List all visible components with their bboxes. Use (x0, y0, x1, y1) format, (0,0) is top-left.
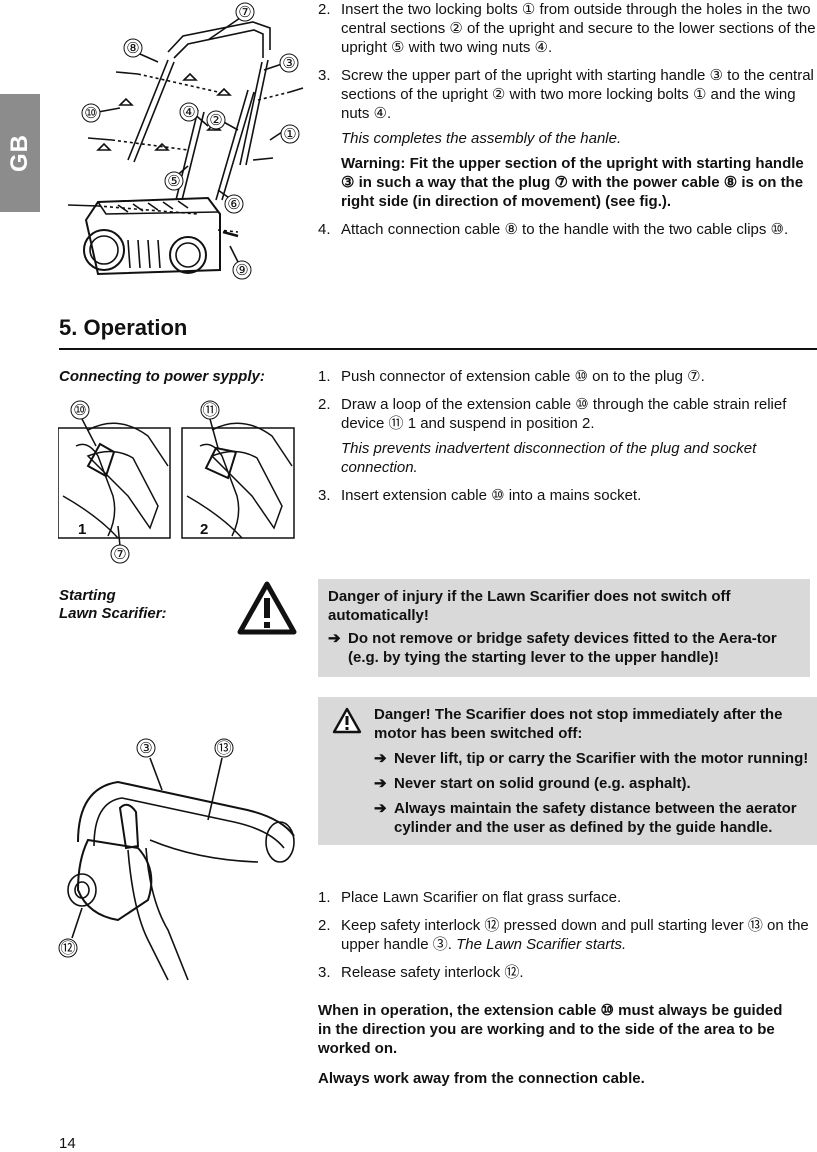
arrow-icon: ➔ (328, 630, 341, 647)
starting-steps: 1. Place Lawn Scarifier on flat grass su… (318, 888, 816, 991)
power-fig-label-7: ⑦ (113, 546, 126, 563)
assembly-step: 4. Attach connection cable ⑧ to the hand… (318, 220, 816, 239)
danger2-bullet: ➔Always maintain the safety distance bet… (374, 800, 797, 836)
position-1-label: 1 (78, 521, 86, 538)
step-number: 2. (318, 917, 331, 934)
fig1-label-5: ⑤ (167, 173, 180, 190)
starting-step: 2. Keep safety interlock ⑫ pressed down … (318, 916, 816, 954)
page-number: 14 (59, 1135, 76, 1152)
danger2-bullet: ➔Never start on solid ground (e.g. aspha… (374, 775, 691, 792)
warning-triangle-icon (237, 581, 297, 635)
step-text: Screw the upper part of the upright with… (341, 67, 814, 122)
power-fig-label-10: ⑩ (73, 402, 86, 419)
start-fig-label-3: ③ (139, 740, 152, 757)
danger-box-2: Danger! The Scarifier does not stop imme… (318, 697, 817, 845)
fig1-label-6: ⑥ (227, 196, 240, 213)
arrow-icon: ➔ (374, 775, 387, 792)
assembly-figure: ⑦ ⑧ ③ ⑩ ④ ② ① ⑤ ⑥ ⑨ (67, 2, 304, 280)
section-title: 5. Operation (59, 315, 188, 340)
step-number: 1. (318, 368, 331, 385)
step-warning: Warning: Fit the upper section of the up… (341, 155, 804, 210)
power-figure: ⑩ ⑪ ⑦ 1 2 (58, 400, 295, 564)
cable-away-note: Always work away from the connection cab… (318, 1070, 645, 1087)
power-step: 2. Draw a loop of the extension cable ⑩ … (318, 395, 816, 477)
fig1-label-2: ② (209, 112, 222, 129)
step-number: 2. (318, 396, 331, 413)
fig1-label-7: ⑦ (238, 4, 251, 21)
danger2-title: Danger! The Scarifier does not stop imme… (374, 706, 783, 742)
starting-step: 1. Place Lawn Scarifier on flat grass su… (318, 888, 816, 907)
power-step: 1. Push connector of extension cable ⑩ o… (318, 367, 816, 386)
danger1-bullet: ➔Do not remove or bridge safety devices … (328, 630, 777, 666)
step-text: Insert extension cable ⑩ into a mains so… (341, 487, 642, 504)
fig1-label-10: ⑩ (84, 105, 97, 122)
assembly-step: 2. Insert the two locking bolts ① from o… (318, 0, 816, 57)
step-text: Place Lawn Scarifier on flat grass surfa… (341, 889, 622, 906)
arrow-icon: ➔ (374, 750, 387, 767)
step-number: 3. (318, 964, 331, 981)
starting-label-line2: Lawn Scarifier: (59, 605, 167, 622)
warning-triangle-icon (332, 707, 362, 734)
assembly-step: 3. Screw the upper part of the upright w… (318, 66, 816, 211)
step-note: This prevents inadvertent disconnection … (341, 440, 757, 476)
step-text: Insert the two locking bolts ① from outs… (341, 1, 816, 56)
step-text: Keep safety interlock ⑫ pressed down and… (341, 917, 809, 953)
cable-guidance-note: When in operation, the extension cable ⑩… (318, 1002, 783, 1057)
assembly-steps: 2. Insert the two locking bolts ① from o… (318, 0, 816, 248)
fig1-label-1: ① (283, 126, 296, 143)
step-text: Release safety interlock ⑫. (341, 964, 524, 981)
start-fig-label-12: ⑫ (60, 940, 75, 957)
fig1-label-4: ④ (182, 104, 195, 121)
position-2-label: 2 (200, 521, 208, 538)
step-number: 1. (318, 889, 331, 906)
language-tab-label: GB (6, 134, 33, 172)
step-text: Push connector of extension cable ⑩ on t… (341, 368, 705, 385)
step-number: 3. (318, 487, 331, 504)
language-tab: GB (0, 94, 40, 212)
danger2-bullet: ➔Never lift, tip or carry the Scarifier … (374, 750, 809, 767)
step-number: 3. (318, 67, 331, 84)
power-steps: 1. Push connector of extension cable ⑩ o… (318, 367, 816, 514)
power-fig-label-11: ⑪ (202, 402, 217, 419)
starting-figure: ③ ⑬ ⑫ (58, 738, 295, 981)
danger1-title: Danger of injury if the Lawn Scarifier d… (328, 588, 731, 624)
step-text: Attach connection cable ⑧ to the handle … (341, 221, 789, 238)
danger-box-1: Danger of injury if the Lawn Scarifier d… (318, 579, 810, 677)
section-rule (59, 348, 817, 350)
step-text: Draw a loop of the extension cable ⑩ thr… (341, 396, 787, 432)
step-number: 4. (318, 221, 331, 238)
starting-label-line1: Starting (59, 587, 116, 604)
starting-label: Starting Lawn Scarifier: (59, 587, 239, 623)
power-label: Connecting to power sypply: (59, 368, 265, 385)
fig1-label-3: ③ (282, 55, 295, 72)
start-fig-label-13: ⑬ (216, 740, 231, 757)
fig1-label-8: ⑧ (126, 40, 139, 57)
step-note: This completes the assembly of the hanle… (341, 130, 622, 147)
arrow-icon: ➔ (374, 800, 387, 817)
starting-step: 3. Release safety interlock ⑫. (318, 963, 816, 982)
power-step: 3. Insert extension cable ⑩ into a mains… (318, 486, 816, 505)
fig1-label-9: ⑨ (235, 262, 248, 279)
step-number: 2. (318, 1, 331, 18)
